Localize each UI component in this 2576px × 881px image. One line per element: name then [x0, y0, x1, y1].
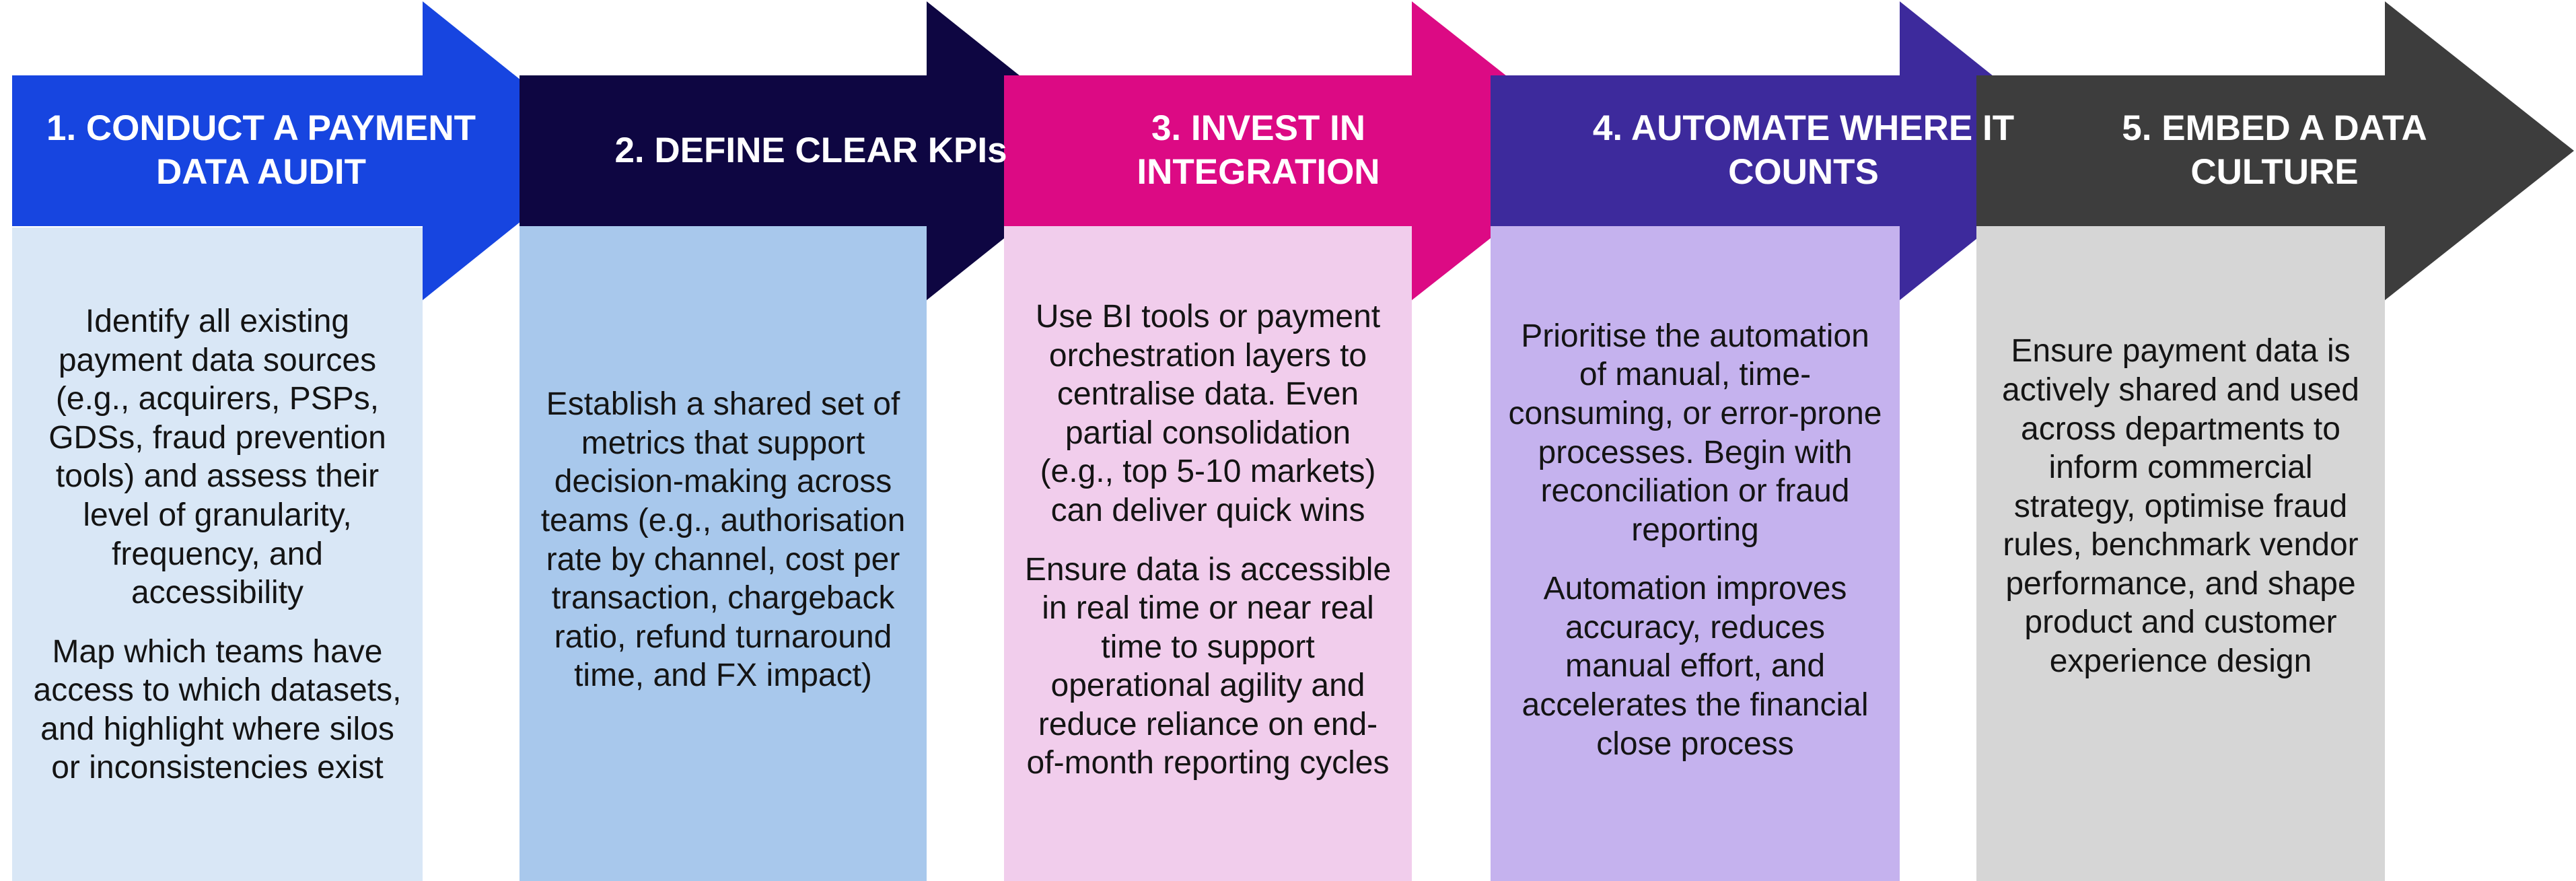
step-3-description: Use BI tools or payment orchestration la…: [1004, 226, 1412, 881]
step-4-title: 4. AUTOMATE WHERE IT COUNTS: [1592, 108, 2015, 192]
step-4-text-2: Automation improves accuracy, reduces ma…: [1522, 571, 1869, 762]
step-1-arrow: [12, 1, 609, 300]
step-2-text-1: Establish a shared set of metrics that s…: [540, 386, 906, 694]
step-1-text-1: Identify all existing payment data sourc…: [48, 303, 386, 611]
step-3-arrow: [1004, 1, 1602, 300]
step-3-text-1: Use BI tools or payment orchestration la…: [1035, 298, 1381, 528]
step-2-description: Establish a shared set of metrics that s…: [520, 226, 927, 881]
step-4-arrow: [1491, 1, 2087, 300]
step-3-text-2: Ensure data is accessible in real time o…: [1024, 551, 1392, 781]
step-4-description: Prioritise the automation of manual, tim…: [1491, 226, 1900, 881]
step-3-title: 3. INVEST IN INTEGRATION: [1137, 108, 1380, 192]
step-1-title: 1. CONDUCT A PAYMENT DATA AUDIT: [46, 108, 476, 192]
step-5-text-1: Ensure payment data is actively shared a…: [2002, 333, 2359, 680]
step-1-description: Identify all existing payment data sourc…: [12, 227, 423, 881]
step-2-title: 2. DEFINE CLEAR KPIs: [614, 130, 1007, 170]
step-5-description: Ensure payment data is actively shared a…: [1976, 226, 2385, 881]
step-1-text-2: Map which teams have access to which dat…: [33, 633, 402, 786]
step-4-text-1: Prioritise the automation of manual, tim…: [1508, 318, 1882, 548]
step-2-arrow: [520, 1, 1114, 300]
step-5-arrow: [1976, 1, 2574, 300]
step-5-title: 5. EMBED A DATA CULTURE: [2122, 108, 2427, 192]
